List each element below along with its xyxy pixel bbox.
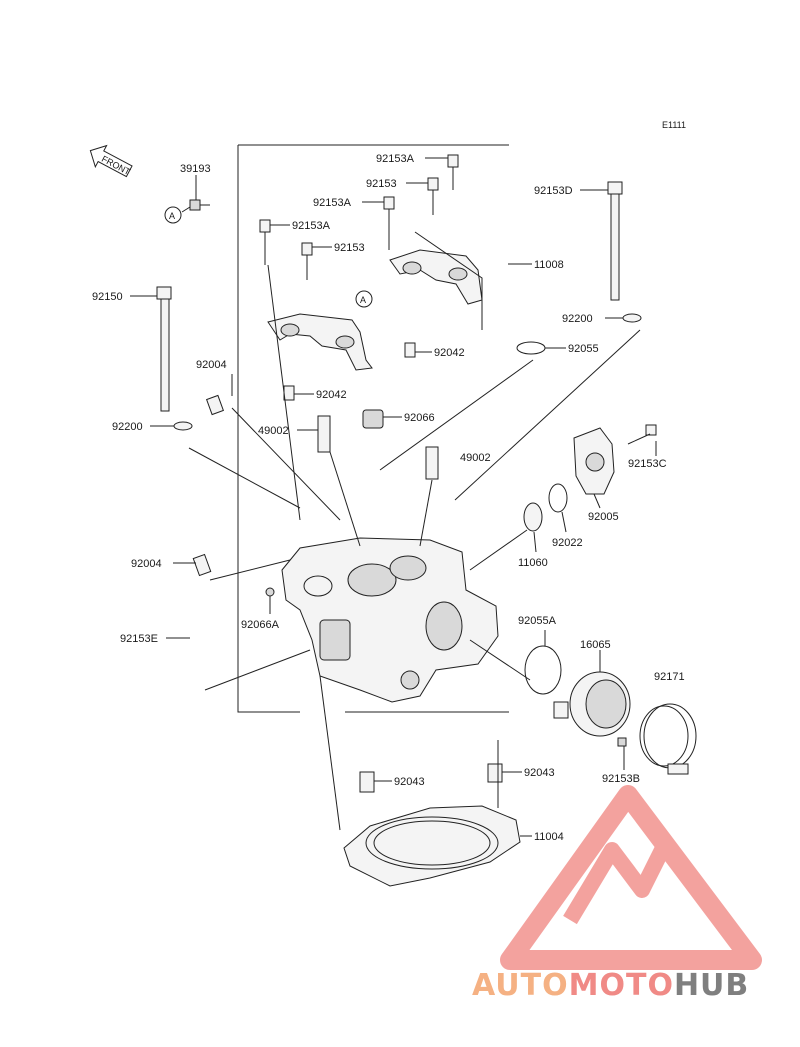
label-92066: 92066: [404, 412, 435, 424]
label-92153c: 92153C: [628, 458, 667, 470]
label-92022: 92022: [552, 537, 583, 549]
watermark-text: AUTOMOTOHUB: [472, 968, 749, 1003]
label-92055: 92055: [568, 343, 599, 355]
label-92153a-mid: 92153A: [313, 197, 352, 209]
label-92004-mid: 92004: [131, 558, 162, 570]
part-16065-insulator: [553, 671, 631, 747]
label-92153a-top: 92153A: [376, 153, 415, 165]
part-washers: [173, 313, 642, 431]
label-49002-left: 49002: [258, 425, 289, 437]
part-bolts: [156, 154, 623, 412]
part-studs: [192, 394, 439, 597]
label-39193: 39193: [180, 163, 211, 175]
part-11004-gasket: [343, 805, 521, 887]
part-cylinder-head: [281, 537, 499, 703]
watermark-logo: [500, 785, 762, 970]
diagram-frame: [237, 144, 509, 713]
label-49002-right: 49002: [460, 452, 491, 464]
label-92153e: 92153E: [120, 633, 158, 645]
label-92153-left: 92153: [334, 242, 365, 254]
label-92043-left: 92043: [394, 776, 425, 788]
label-11004: 11004: [534, 831, 564, 843]
label-92043-right: 92043: [524, 767, 555, 779]
label-92150: 92150: [92, 291, 123, 303]
leader-lines: [130, 157, 657, 837]
label-92066a: 92066A: [241, 619, 280, 631]
label-11060: 11060: [518, 557, 548, 569]
label-92200-right: 92200: [562, 313, 593, 325]
label-92042-left: 92042: [316, 389, 347, 401]
label-11008: 11008: [534, 259, 564, 271]
part-number-labels: 39193 92153A 92153 92153A 11008 92153D 9…: [92, 153, 685, 843]
diagram-code: E1111: [662, 120, 686, 130]
label-92153a-left: 92153A: [292, 220, 331, 232]
svg-text:A: A: [360, 295, 366, 305]
label-92153d: 92153D: [534, 185, 573, 197]
part-camshaft-cap-left: [267, 313, 373, 371]
part-92171-clamp: [639, 703, 697, 775]
part-o-rings: [516, 341, 568, 695]
label-92200-left: 92200: [112, 421, 143, 433]
label-92055a: 92055A: [518, 615, 557, 627]
front-arrow-icon: FRONT: [89, 144, 133, 177]
svg-text:A: A: [169, 211, 175, 221]
label-92153b: 92153B: [602, 773, 640, 785]
reference-a-marker-center: A: [355, 290, 373, 308]
part-39193-plug: [181, 175, 210, 213]
label-92004-top: 92004: [196, 359, 227, 371]
part-92005-housing: [573, 424, 657, 495]
label-92153-top: 92153: [366, 178, 397, 190]
label-92171: 92171: [654, 671, 685, 683]
part-camshaft-cap-right: [389, 231, 483, 330]
label-92005: 92005: [588, 511, 619, 523]
label-16065: 16065: [580, 639, 611, 651]
reference-a-marker-left: A: [164, 206, 182, 224]
label-92042-right: 92042: [434, 347, 465, 359]
